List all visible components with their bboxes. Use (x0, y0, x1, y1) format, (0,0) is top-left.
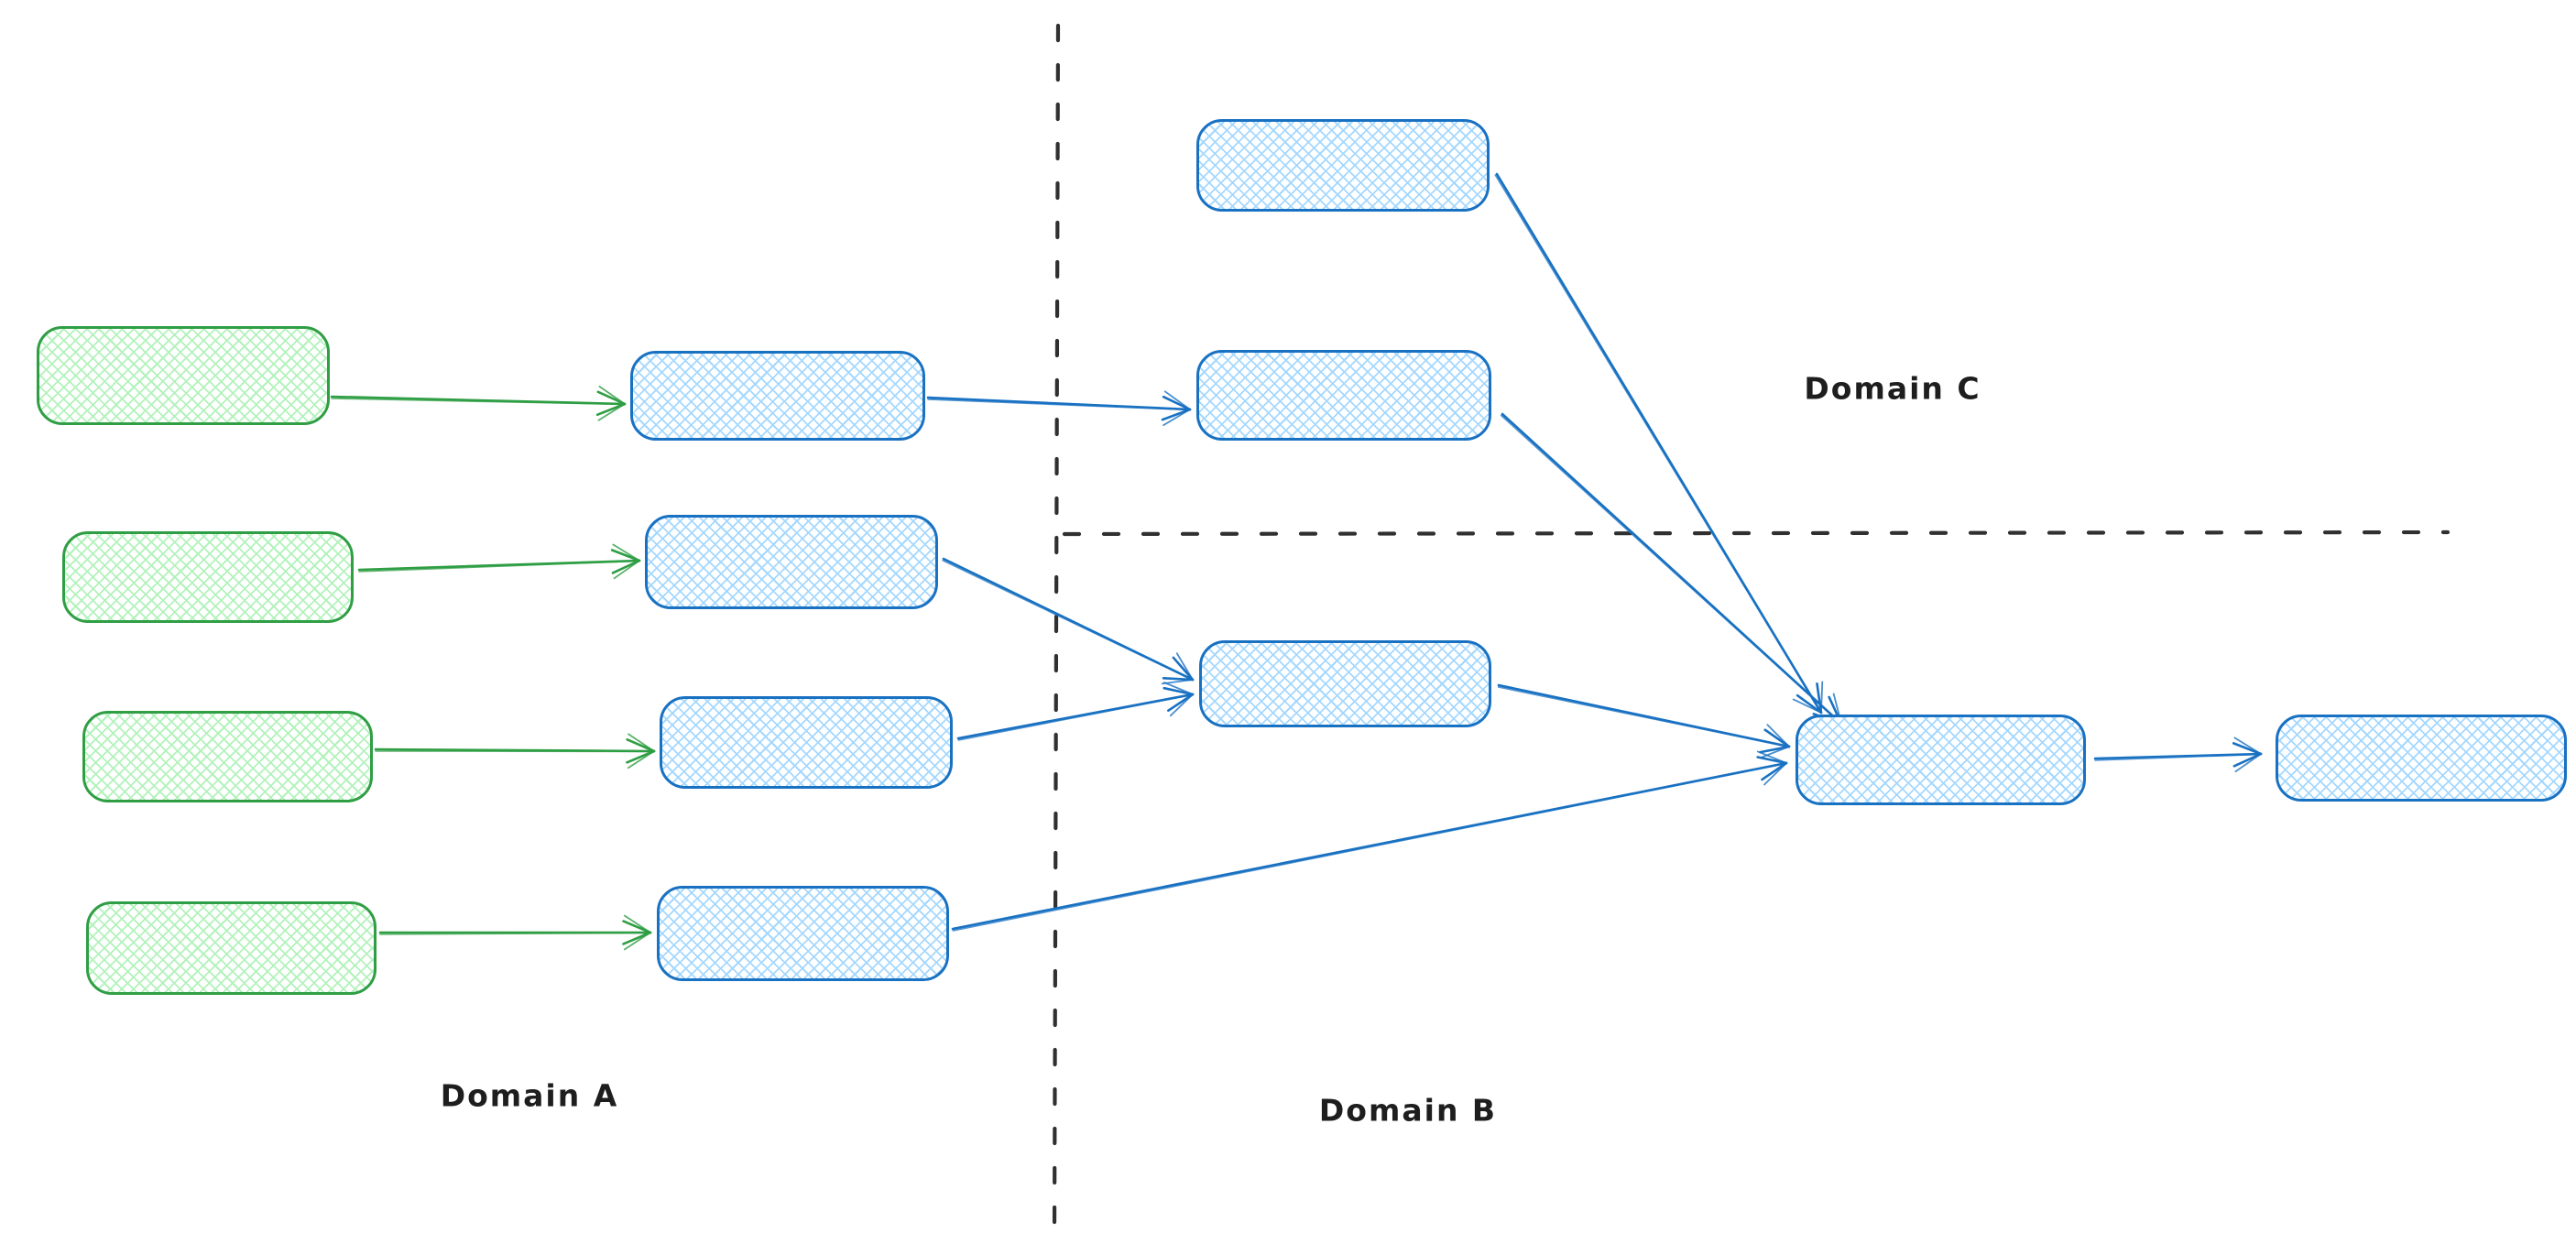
node-blue-b-low[interactable] (1199, 640, 1491, 727)
edge-green-1-to-blue-a1[interactable] (330, 385, 627, 421)
edge-green-3-to-blue-a3[interactable] (374, 733, 656, 769)
node-blue-out[interactable] (2276, 715, 2567, 802)
node-green-1[interactable] (37, 326, 330, 425)
horizontal-divider[interactable] (1062, 529, 2450, 537)
node-blue-b-mid[interactable] (1196, 350, 1491, 441)
edge-blue-b-low-to-merge[interactable] (1497, 683, 1791, 759)
edge-blue-a3-to-b-low[interactable] (956, 682, 1195, 741)
edge-blue-a1-to-b-mid[interactable] (926, 390, 1192, 427)
node-green-4[interactable] (86, 901, 377, 995)
edge-green-4-to-blue-a4[interactable] (378, 914, 652, 951)
label-domain-b[interactable]: Domain B (1318, 1092, 1498, 1129)
node-blue-a2[interactable] (645, 515, 938, 609)
edge-green-2-to-blue-a2[interactable] (357, 543, 641, 580)
vertical-divider[interactable] (1052, 23, 1061, 1241)
edge-blue-a2-to-b-low[interactable] (942, 557, 1195, 685)
node-green-2[interactable] (62, 531, 354, 623)
label-domain-c[interactable]: Domain C (1804, 370, 1981, 407)
node-blue-a4[interactable] (657, 886, 949, 981)
node-blue-a3[interactable] (660, 696, 953, 789)
edge-blue-merge-to-out[interactable] (2093, 737, 2263, 773)
edge-blue-b-top-to-merge[interactable] (1494, 172, 1824, 715)
node-blue-b-top[interactable] (1196, 119, 1490, 212)
edge-blue-b-mid-to-merge[interactable] (1500, 412, 1843, 726)
edge-blue-a4-to-merge[interactable] (951, 750, 1788, 932)
node-blue-merge[interactable] (1796, 715, 2086, 805)
node-blue-a1[interactable] (630, 351, 925, 441)
label-domain-a[interactable]: Domain A (440, 1077, 619, 1114)
node-green-3[interactable] (82, 711, 373, 802)
